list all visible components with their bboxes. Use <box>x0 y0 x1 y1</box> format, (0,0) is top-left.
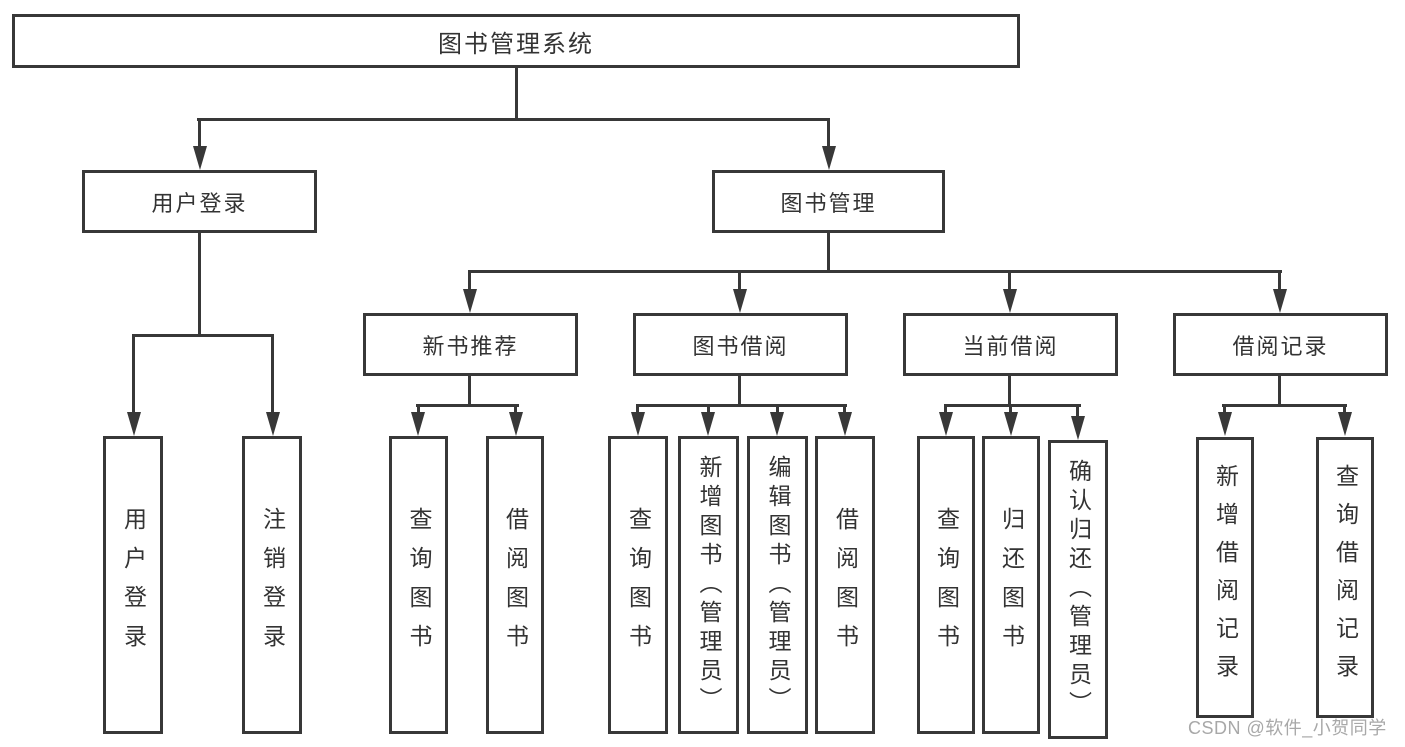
node-nbr-borrow-books: 借阅图书 <box>486 436 544 734</box>
connector-line <box>468 270 1282 273</box>
connector-line <box>198 118 201 148</box>
arrowhead-down <box>770 412 784 436</box>
connector-line <box>1278 270 1281 292</box>
node-nbr-query-books: 查询图书 <box>389 436 448 734</box>
arrowhead-down <box>631 412 645 436</box>
connector-line <box>827 118 830 148</box>
connector-line <box>707 404 710 414</box>
arrowhead-down <box>838 412 852 436</box>
node-current-borrowing: 当前借阅 <box>903 313 1118 376</box>
connector-line <box>944 404 947 414</box>
arrowhead-down <box>193 146 207 170</box>
connector-line <box>636 404 847 407</box>
arrowhead-down <box>1071 416 1085 440</box>
connector-line <box>417 404 420 414</box>
connector-line <box>1076 404 1079 418</box>
node-new-book-recommend: 新书推荐 <box>363 313 578 376</box>
arrowhead-down <box>266 412 280 436</box>
connector-line <box>132 334 135 414</box>
connector-line <box>738 270 741 292</box>
connector-line <box>1008 270 1011 292</box>
node-br-query-record: 查询借阅记录 <box>1316 437 1374 718</box>
node-book-management: 图书管理 <box>712 170 945 233</box>
arrowhead-down <box>463 289 477 313</box>
node-cb-query-books: 查询图书 <box>917 436 975 734</box>
node-user-login-leaf: 用户登录 <box>103 436 163 734</box>
arrowhead-down <box>1218 412 1232 436</box>
node-br-add-record: 新增借阅记录 <box>1196 437 1254 718</box>
node-bb-edit-books-admin: 编辑图书（管理员） <box>747 436 808 734</box>
connector-line <box>944 404 1081 407</box>
arrowhead-down <box>1338 412 1352 436</box>
connector-line <box>776 404 779 414</box>
csdn-watermark: CSDN @软件_小贺同学 <box>1188 718 1387 738</box>
node-bb-add-books-admin: 新增图书（管理员） <box>678 436 739 734</box>
connector-line <box>468 376 471 407</box>
arrowhead-down <box>127 412 141 436</box>
connector-line <box>843 404 846 414</box>
node-logout-leaf: 注销登录 <box>242 436 302 734</box>
connector-line <box>738 376 741 407</box>
connector-line <box>1223 404 1226 414</box>
node-library-management-system: 图书管理系统 <box>12 14 1020 68</box>
arrowhead-down <box>509 412 523 436</box>
connector-line <box>468 270 471 292</box>
arrowhead-down <box>733 289 747 313</box>
node-cb-confirm-return-admin: 确认归还（管理员） <box>1048 440 1108 739</box>
node-bb-borrow-books: 借阅图书 <box>815 436 875 734</box>
connector-line <box>636 404 639 414</box>
connector-line <box>416 404 519 407</box>
connector-line <box>1222 404 1347 407</box>
node-user-login: 用户登录 <box>82 170 317 233</box>
connector-line <box>515 68 518 120</box>
connector-line <box>514 404 517 414</box>
node-bb-query-books: 查询图书 <box>608 436 668 734</box>
arrowhead-down <box>1003 289 1017 313</box>
connector-line <box>1009 404 1012 414</box>
connector-line <box>197 118 830 121</box>
connector-line <box>198 233 201 336</box>
arrowhead-down <box>1273 289 1287 313</box>
connector-line <box>1343 404 1346 414</box>
arrowhead-down <box>411 412 425 436</box>
arrowhead-down <box>822 146 836 170</box>
connector-line <box>1278 376 1281 407</box>
connector-line <box>271 334 274 414</box>
node-cb-return-books: 归还图书 <box>982 436 1040 734</box>
node-borrowing-records: 借阅记录 <box>1173 313 1388 376</box>
arrowhead-down <box>701 412 715 436</box>
connector-line <box>1008 376 1011 407</box>
arrowhead-down <box>939 412 953 436</box>
connector-line <box>827 233 830 273</box>
arrowhead-down <box>1004 412 1018 436</box>
connector-line <box>132 334 274 337</box>
node-book-borrowing: 图书借阅 <box>633 313 848 376</box>
